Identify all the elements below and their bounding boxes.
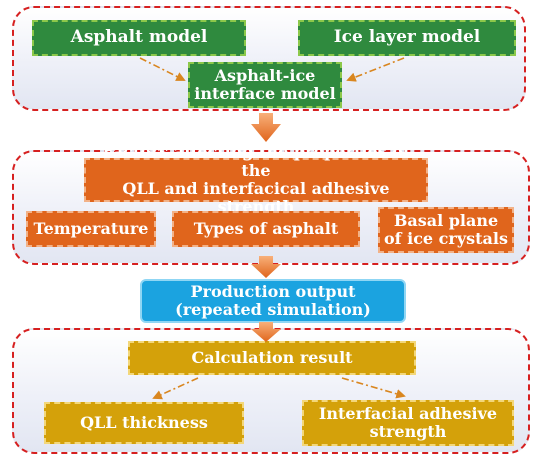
qll-thickness-label: QLL thickness [80,412,208,432]
calculation-result-label: Calculation result [191,347,353,367]
temperature-box: Temperature [26,211,156,247]
adhesive-strength-label: Interfacial adhesive strength [318,403,498,441]
ice-layer-model-label: Ice layer model [333,27,481,48]
basal-plane-label: Basal plane of ice crystals [383,210,508,248]
basal-plane-box: Basal plane of ice crystals [378,207,514,253]
ice-layer-model-box: Ice layer model [298,20,516,56]
asphalt-model-box: Asphalt model [32,20,246,56]
asphalt-model-label: Asphalt model [70,27,208,48]
temperature-label: Temperature [33,218,149,238]
types-of-asphalt-box: Types of asphalt [172,211,360,247]
factors-title-label: Factors affecting the properties of the … [102,142,410,217]
interface-model-box: Asphalt-ice interface model [188,62,342,108]
factors-title-box: Factors affecting the properties of the … [84,143,428,216]
qll-thickness-box: QLL thickness [44,402,244,444]
interface-model-label: Asphalt-ice interface model [194,65,336,103]
types-of-asphalt-label: Types of asphalt [193,218,339,238]
calculation-result-box: Calculation result [128,341,416,375]
block-arrow-1 [251,113,281,142]
production-output-box: Production output (repeated simulation) [140,279,406,323]
production-output-label: Production output (repeated simulation) [175,281,371,319]
adhesive-strength-box: Interfacial adhesive strength [302,400,514,446]
